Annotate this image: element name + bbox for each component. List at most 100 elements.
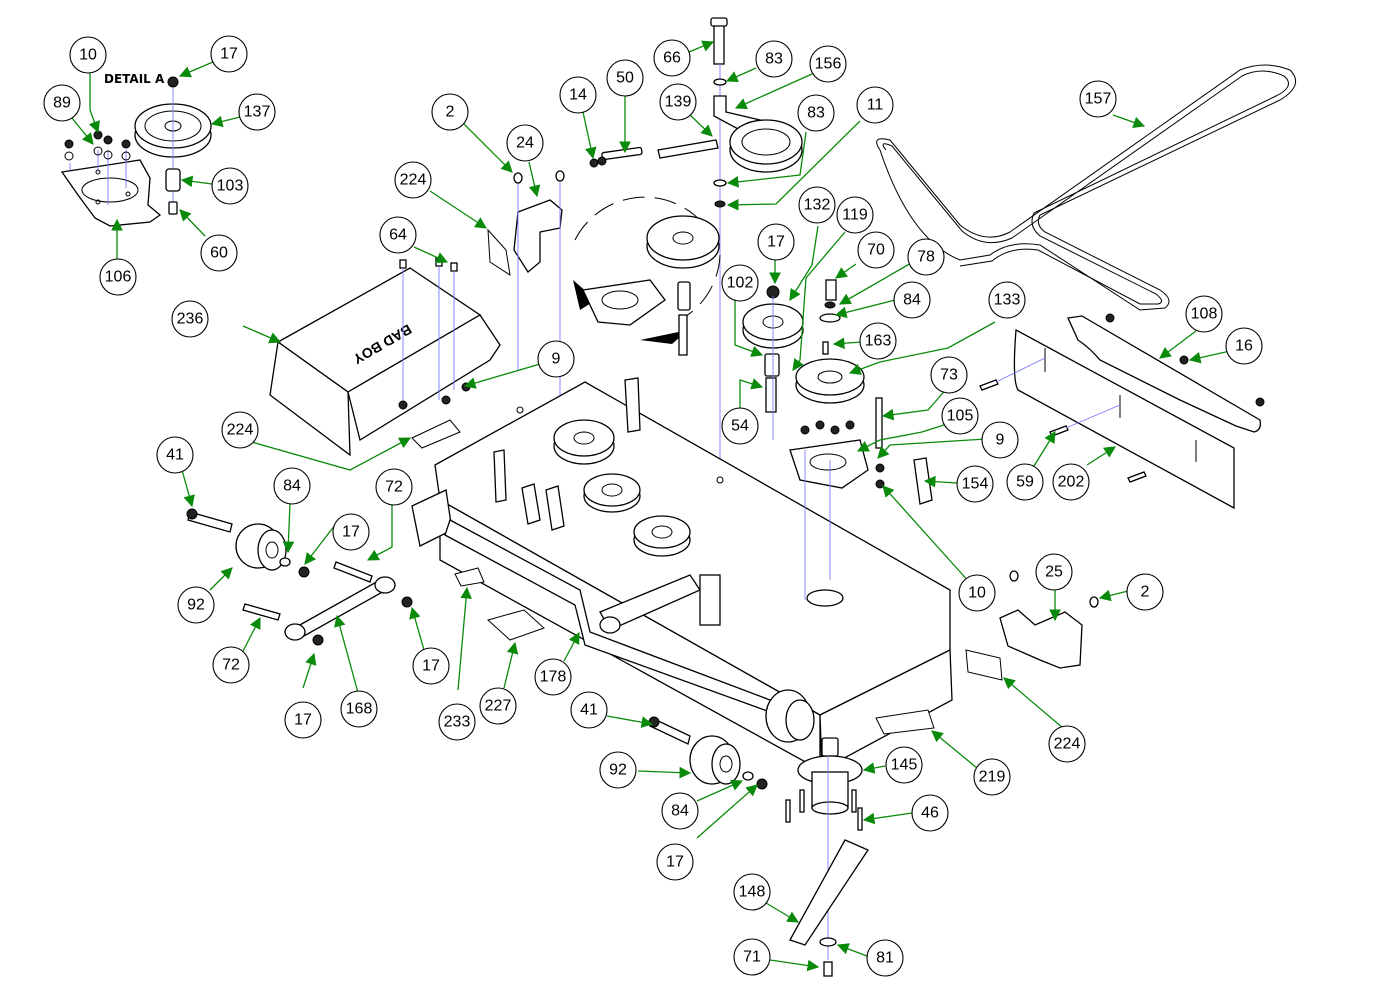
callout-24[interactable]: 24 (506, 124, 544, 162)
callout-9[interactable]: 9 (981, 421, 1019, 459)
callout-236[interactable]: 236 (171, 300, 209, 338)
callout-224[interactable]: 224 (394, 161, 432, 199)
callout-label: 17 (220, 46, 238, 63)
callout-83[interactable]: 83 (797, 94, 835, 132)
callout-label: 224 (1054, 736, 1081, 753)
callout-label: 50 (616, 70, 634, 87)
callout-label: 92 (187, 597, 205, 614)
callout-10[interactable]: 10 (958, 574, 996, 612)
callout-41[interactable]: 41 (156, 436, 194, 474)
callout-145[interactable]: 145 (885, 746, 923, 784)
callout-224[interactable]: 224 (1048, 725, 1086, 763)
detail-a-nuts (64, 130, 131, 161)
callout-71[interactable]: 71 (733, 938, 771, 976)
callout-label: 16 (1235, 338, 1253, 355)
callout-105[interactable]: 105 (941, 397, 979, 435)
callout-label: 2 (1141, 584, 1150, 601)
callout-label: 17 (294, 712, 312, 729)
callout-label: 156 (815, 56, 842, 73)
callout-92[interactable]: 92 (177, 586, 215, 624)
callout-label: 66 (663, 50, 681, 67)
callout-label: 72 (385, 479, 403, 496)
callout-84[interactable]: 84 (893, 281, 931, 319)
callout-label: 105 (947, 408, 974, 425)
callout-133[interactable]: 133 (988, 281, 1026, 319)
callout-2[interactable]: 2 (1126, 573, 1164, 611)
idler-arm-assembly (589, 17, 803, 460)
callout-label: 41 (580, 702, 598, 719)
callout-60[interactable]: 60 (200, 234, 238, 272)
callout-168[interactable]: 168 (340, 690, 378, 728)
callout-108[interactable]: 108 (1185, 295, 1223, 333)
callout-label: 224 (400, 172, 427, 189)
callout-17[interactable]: 17 (332, 513, 370, 551)
callout-81[interactable]: 81 (866, 939, 904, 977)
callout-50[interactable]: 50 (606, 59, 644, 97)
callout-89[interactable]: 89 (43, 84, 81, 122)
callout-label: 83 (807, 105, 825, 122)
callout-139[interactable]: 139 (659, 83, 697, 121)
callout-label: 46 (921, 805, 939, 822)
right-spindle-pulley-stack (742, 279, 933, 505)
callout-202[interactable]: 202 (1052, 463, 1090, 501)
anti-scalp-wheel-left (186, 508, 310, 578)
callout-92[interactable]: 92 (599, 751, 637, 789)
callout-227[interactable]: 227 (479, 687, 517, 725)
callout-17[interactable]: 17 (656, 843, 694, 881)
callout-label: 59 (1016, 474, 1034, 491)
callout-119[interactable]: 119 (836, 196, 874, 234)
callout-label: 60 (210, 245, 228, 262)
callout-17[interactable]: 17 (412, 647, 450, 685)
callout-84[interactable]: 84 (661, 792, 699, 830)
callout-137[interactable]: 137 (238, 93, 276, 131)
callout-2[interactable]: 2 (431, 93, 469, 131)
callout-14[interactable]: 14 (559, 76, 597, 114)
callout-59[interactable]: 59 (1006, 463, 1044, 501)
callout-102[interactable]: 102 (721, 264, 759, 302)
callout-label: 17 (342, 524, 360, 541)
callout-label: 83 (765, 51, 783, 68)
callout-16[interactable]: 16 (1225, 327, 1263, 365)
callout-11[interactable]: 11 (856, 86, 894, 124)
callout-label: 78 (917, 249, 935, 266)
callout-106[interactable]: 106 (99, 258, 137, 296)
callout-132[interactable]: 132 (798, 186, 836, 224)
callout-70[interactable]: 70 (857, 231, 895, 269)
callout-10[interactable]: 10 (69, 36, 107, 74)
callout-157[interactable]: 157 (1079, 80, 1117, 118)
callout-219[interactable]: 219 (973, 758, 1011, 796)
callout-178[interactable]: 178 (534, 658, 572, 696)
callout-72[interactable]: 72 (375, 468, 413, 506)
callout-72[interactable]: 72 (212, 646, 250, 684)
callout-label: 25 (1045, 564, 1063, 581)
callout-17[interactable]: 17 (757, 223, 795, 261)
callout-label: 64 (389, 227, 407, 244)
callout-66[interactable]: 66 (653, 39, 691, 77)
left-belt-shield (487, 170, 565, 400)
callout-17[interactable]: 17 (210, 35, 248, 73)
callout-17[interactable]: 17 (284, 701, 322, 739)
callout-64[interactable]: 64 (379, 216, 417, 254)
callout-25[interactable]: 25 (1035, 553, 1073, 591)
callout-148[interactable]: 148 (733, 873, 771, 911)
callout-46[interactable]: 46 (911, 794, 949, 832)
callout-154[interactable]: 154 (956, 465, 994, 503)
callout-84[interactable]: 84 (273, 467, 311, 505)
callout-73[interactable]: 73 (930, 356, 968, 394)
callout-54[interactable]: 54 (721, 407, 759, 445)
callout-83[interactable]: 83 (755, 40, 793, 78)
callout-163[interactable]: 163 (859, 322, 897, 360)
belt-guide-and-baffle (979, 313, 1265, 510)
callout-label: 145 (891, 757, 918, 774)
callout-label: 24 (516, 135, 534, 152)
callout-label: 108 (1191, 306, 1218, 323)
callout-78[interactable]: 78 (907, 238, 945, 276)
callout-label: 71 (743, 949, 761, 966)
callout-label: 178 (540, 669, 567, 686)
callout-41[interactable]: 41 (570, 691, 608, 729)
callout-233[interactable]: 233 (438, 703, 476, 741)
callout-156[interactable]: 156 (809, 45, 847, 83)
callout-103[interactable]: 103 (211, 167, 249, 205)
callout-9[interactable]: 9 (537, 340, 575, 378)
callout-224[interactable]: 224 (221, 411, 259, 449)
